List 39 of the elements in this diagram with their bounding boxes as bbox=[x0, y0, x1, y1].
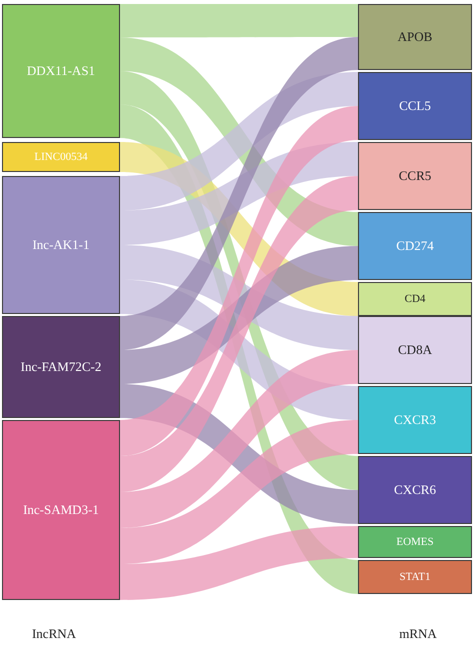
sankey-node bbox=[2, 176, 120, 314]
node-label: APOB bbox=[398, 29, 432, 45]
sankey-node bbox=[358, 560, 472, 594]
node-label: STAT1 bbox=[400, 571, 430, 583]
sankey-node bbox=[358, 282, 472, 316]
node-label: CXCR3 bbox=[394, 412, 436, 428]
sankey-node bbox=[358, 526, 472, 558]
sankey-node bbox=[2, 142, 120, 172]
flow-ribbon bbox=[120, 526, 358, 600]
column-label: mRNA bbox=[399, 626, 437, 642]
node-label: EOMES bbox=[396, 536, 434, 548]
node-label: CD4 bbox=[404, 293, 426, 305]
sankey-node bbox=[2, 4, 120, 138]
sankey-node bbox=[2, 420, 120, 600]
sankey-node bbox=[358, 456, 472, 524]
node-label: CCL5 bbox=[399, 98, 431, 114]
sankey-node bbox=[358, 386, 472, 454]
sankey-node bbox=[358, 142, 472, 210]
node-label: Inc-AK1-1 bbox=[32, 237, 90, 253]
sankey-node bbox=[358, 4, 472, 70]
node-label: DDX11-AS1 bbox=[26, 63, 96, 79]
column-label: IncRNA bbox=[32, 626, 76, 642]
node-label: CCR5 bbox=[398, 168, 432, 184]
sankey-node bbox=[358, 316, 472, 384]
node-label: LINC00534 bbox=[34, 151, 88, 163]
sankey-node bbox=[358, 212, 472, 280]
node-label: CXCR6 bbox=[394, 482, 436, 498]
flow-ribbon bbox=[120, 37, 358, 350]
node-label: CD274 bbox=[396, 238, 434, 254]
flow-ribbon bbox=[120, 176, 358, 492]
node-label: CD8A bbox=[398, 342, 432, 358]
flow-ribbon bbox=[120, 106, 358, 456]
node-label: Inc-FAM72C-2 bbox=[20, 359, 102, 375]
flow-ribbon bbox=[120, 4, 358, 38]
node-label: Inc-SAMD3-1 bbox=[23, 502, 99, 518]
sankey-node bbox=[2, 316, 120, 418]
flow-ribbon bbox=[120, 420, 358, 564]
flow-ribbon bbox=[120, 350, 358, 528]
sankey-node bbox=[358, 72, 472, 140]
